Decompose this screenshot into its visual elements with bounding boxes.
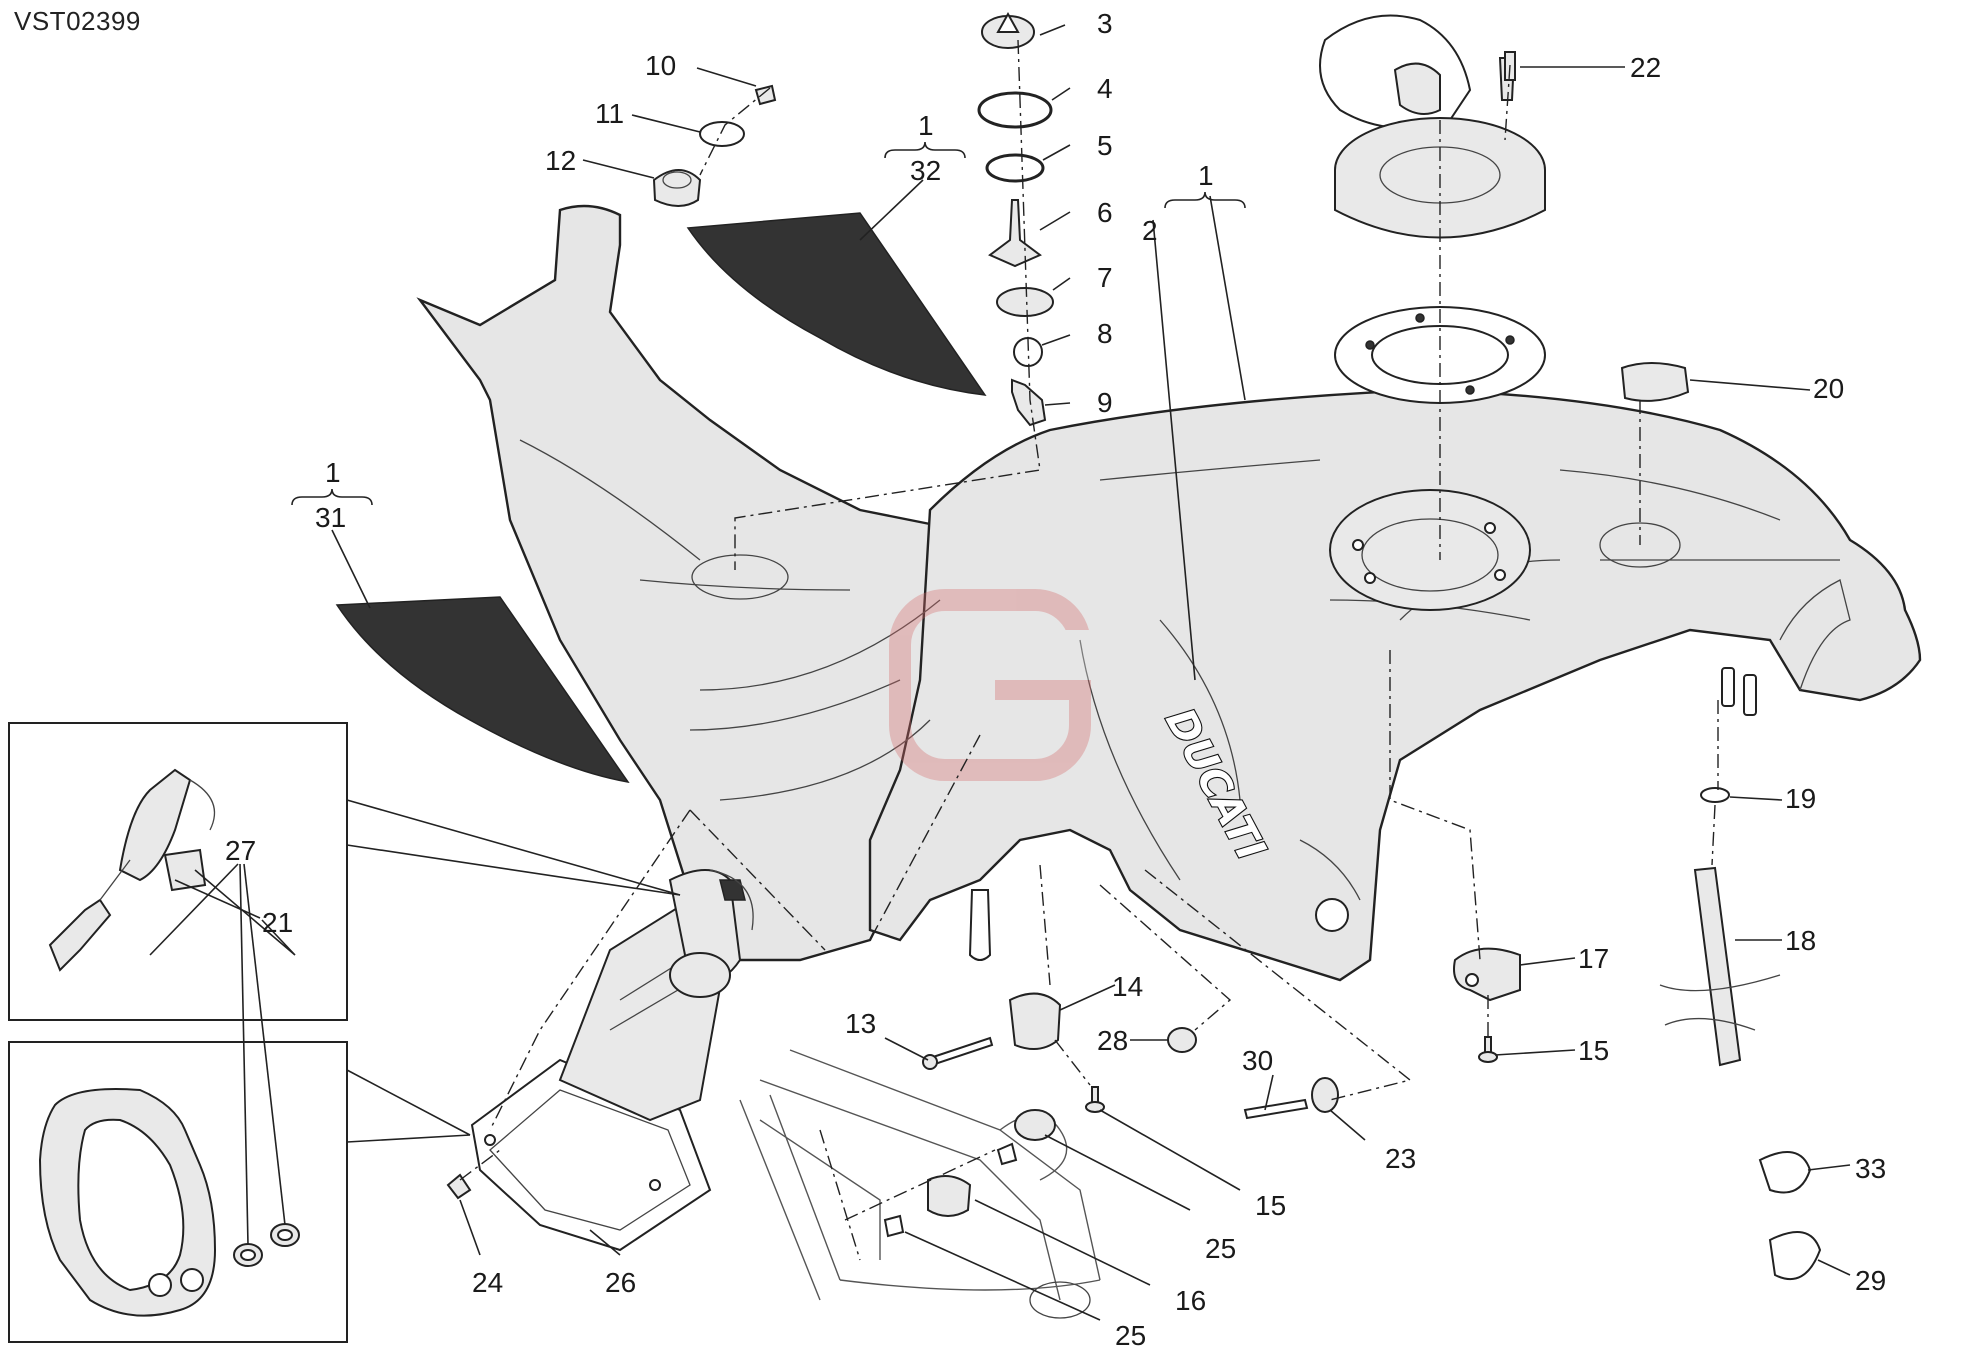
callout-31: 31 — [315, 502, 346, 533]
callout-2: 2 — [1142, 215, 1158, 246]
fuel-pump — [470, 869, 754, 1252]
inset-box-27 — [8, 1041, 348, 1343]
callout-30: 30 — [1242, 1045, 1273, 1076]
rear-subframe — [739, 1049, 1101, 1319]
callout-28: 28 — [1097, 1025, 1128, 1056]
breather-parts — [652, 84, 777, 207]
inset-21-leader-top — [346, 799, 681, 896]
callout-26: 26 — [605, 1267, 636, 1298]
callout-22: 22 — [1630, 52, 1661, 83]
watermark-logo — [889, 589, 1100, 781]
callout-6: 6 — [1097, 197, 1113, 228]
callout-16: 16 — [1175, 1285, 1206, 1316]
fuel-tank: DUCATI — [416, 204, 1922, 982]
callout-15-bottom: 15 — [1255, 1190, 1286, 1221]
brace-31 — [291, 488, 373, 506]
callout-33: 33 — [1855, 1153, 1886, 1184]
side-panel-decal-31 — [335, 596, 630, 784]
cap-stack — [977, 11, 1054, 427]
callout-27: 27 — [225, 835, 256, 866]
callout-1-decal-31: 1 — [325, 457, 341, 488]
callout-25-upper: 25 — [1205, 1233, 1236, 1264]
callout-32: 32 — [910, 155, 941, 186]
callout-24: 24 — [472, 1267, 503, 1298]
callout-10: 10 — [645, 50, 676, 81]
callout-labels: 1 32 1 2 1 31 3 4 5 6 7 8 9 10 11 12 13 … — [225, 8, 1886, 1351]
callout-14: 14 — [1112, 971, 1143, 1002]
inset-27-leader-top — [346, 1069, 471, 1136]
callout-11: 11 — [595, 98, 624, 129]
callout-1-decal-32: 1 — [918, 110, 934, 141]
callout-7: 7 — [1097, 262, 1113, 293]
callout-19: 19 — [1785, 783, 1816, 814]
assembly-dash-lines — [459, 39, 1719, 1261]
rubber-pad — [1620, 362, 1690, 402]
inset-27-leader-bottom — [346, 1134, 471, 1143]
leader-lines — [149, 24, 1851, 1321]
callout-21: 21 — [262, 907, 293, 938]
callout-15-right: 15 — [1578, 1035, 1609, 1066]
callout-8: 8 — [1097, 318, 1113, 349]
callout-18: 18 — [1785, 925, 1816, 956]
inset-21-leader-bottom — [346, 844, 681, 896]
callout-12: 12 — [545, 145, 576, 176]
drawing-code: VST02399 — [14, 6, 141, 36]
callout-20: 20 — [1813, 373, 1844, 404]
side-panel-decal-32 — [686, 212, 987, 396]
callout-4: 4 — [1097, 73, 1113, 104]
callout-5: 5 — [1097, 130, 1113, 161]
brace-32 — [884, 141, 966, 159]
callout-17: 17 — [1578, 943, 1609, 974]
callout-23: 23 — [1385, 1143, 1416, 1174]
brace-2 — [1164, 191, 1246, 209]
callout-9: 9 — [1097, 387, 1113, 418]
callout-25-lower: 25 — [1115, 1320, 1146, 1351]
callout-1-tank: 1 — [1198, 160, 1214, 191]
callout-3: 3 — [1097, 8, 1113, 39]
fasteners — [446, 51, 1822, 1280]
inset-box-21 — [8, 722, 348, 1021]
callout-13: 13 — [845, 1008, 876, 1039]
callout-29: 29 — [1855, 1265, 1886, 1296]
